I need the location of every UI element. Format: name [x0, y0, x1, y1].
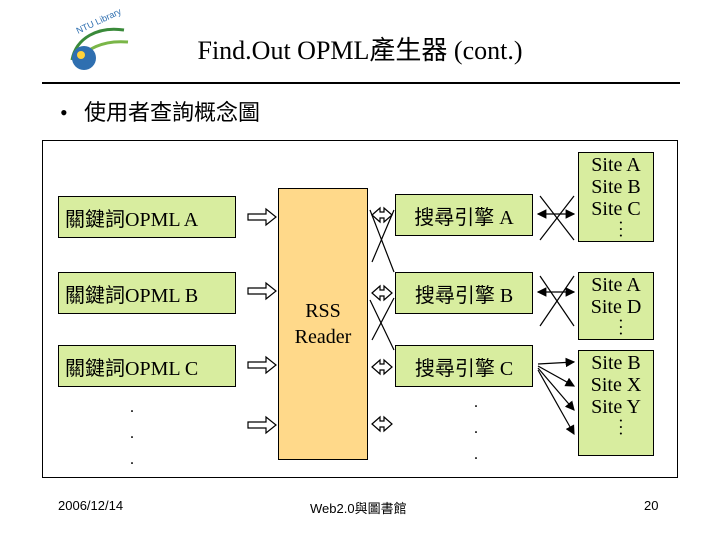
site-group-3: Site B Site X Site Y ．．．	[578, 350, 654, 456]
engine-site-cross-line	[539, 275, 575, 327]
reader-engine-double-arrow	[371, 284, 393, 302]
site-item: Site Y	[591, 396, 641, 418]
keyword-opml-a: 關鍵詞OPML A	[58, 196, 236, 238]
page-title: Find.Out OPML產生器 (cont.)	[197, 36, 523, 65]
bullet-text: 使用者查詢概念圖	[84, 100, 261, 125]
site-item: Site C	[591, 198, 641, 220]
keyword-to-reader-arrow	[247, 207, 277, 227]
keyword-to-reader-arrow	[247, 281, 277, 301]
engine-site-arrow	[537, 367, 575, 411]
reader-label-line1: RSS	[305, 300, 341, 322]
keyword-to-reader-arrow	[247, 415, 277, 435]
site-item: Site D	[590, 296, 642, 318]
engine-ellipsis: ...	[474, 394, 478, 463]
site-group-1: Site A Site B Site C ．．．	[578, 152, 654, 246]
engine-site-arrow	[537, 365, 576, 387]
site-item: Site B	[591, 176, 641, 198]
engine-site-arrow	[537, 369, 575, 436]
site-item: Site X	[590, 374, 642, 396]
reader-engine-double-arrow	[371, 358, 393, 376]
site-item: Site A	[591, 154, 641, 176]
reader-engine-double-arrow	[371, 415, 393, 433]
keyword-ellipsis: ...	[130, 399, 134, 468]
rss-reader-box: RSS Reader	[278, 188, 368, 460]
site-item: Site A	[591, 274, 641, 296]
title-divider	[42, 82, 680, 84]
reader-engine-cross-line	[369, 299, 395, 351]
keyword-opml-b: 關鍵詞OPML B	[58, 272, 236, 314]
bullet-dot-icon: •	[60, 100, 68, 125]
keyword-to-reader-arrow	[247, 355, 277, 375]
search-engine-a: 搜尋引擎 A	[395, 194, 533, 236]
footer-date: 2006/12/14	[58, 498, 124, 513]
library-logo: NTU Library	[58, 6, 138, 78]
diagram-frame	[42, 140, 678, 478]
reader-engine-cross-line	[371, 297, 395, 341]
search-engine-b: 搜尋引擎 B	[395, 272, 533, 314]
site-ellipsis: ．．．	[609, 318, 624, 344]
site-item: Site B	[591, 352, 641, 374]
reader-label-line2: Reader	[294, 326, 352, 348]
bullet-item: • 使用者查詢概念圖	[60, 95, 260, 127]
site-ellipsis: ．．．	[609, 220, 624, 246]
site-group-2: Site A Site D ．．．	[578, 272, 654, 344]
engine-site-arrow	[537, 357, 576, 368]
reader-engine-cross-line	[371, 209, 395, 263]
engine-site-cross-line	[539, 195, 575, 241]
reader-engine-double-arrow	[371, 206, 393, 224]
site-ellipsis: ．．．	[609, 418, 624, 444]
reader-engine-cross-line	[369, 209, 395, 273]
footer-page-number: 20	[644, 498, 659, 513]
keyword-opml-c: 關鍵詞OPML C	[58, 345, 236, 387]
search-engine-c: 搜尋引擎 C	[395, 345, 533, 387]
footer-center-text: Web2.0與圖書館	[310, 501, 407, 516]
